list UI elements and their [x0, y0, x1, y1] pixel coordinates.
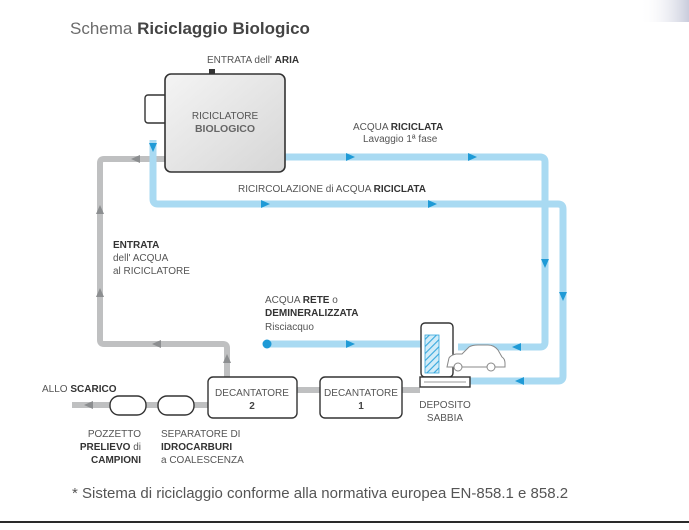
- discharge-label: ALLO SCARICO: [42, 384, 117, 395]
- water-inlet-label-line3: al RICICLATORE: [113, 266, 190, 277]
- arrow-up-icon: [96, 205, 104, 214]
- sand-deposit-label-line2: SABBIA: [427, 413, 463, 424]
- decanter-2: [207, 376, 298, 419]
- decanter-2-label: DECANTATORE: [215, 388, 289, 399]
- arrow-left-icon: [515, 377, 524, 385]
- sampling-well-label-line3: CAMPIONI: [91, 455, 141, 466]
- arrow-right-icon: [428, 200, 437, 208]
- wash-station: [419, 322, 506, 388]
- wash-column-filter: [424, 334, 440, 374]
- sampling-well-label-line1: POZZETTO: [88, 429, 141, 440]
- water-inlet-label-line2: dell' ACQUA: [113, 253, 169, 264]
- arrow-down-icon: [149, 143, 157, 152]
- separator-label-line1: SEPARATORE DI: [161, 429, 240, 440]
- grey-pipes: [72, 156, 420, 408]
- arrow-up-icon: [96, 288, 104, 297]
- recycler-label-line1: RICICLATORE: [192, 111, 259, 122]
- recycler-label-line2: BIOLOGICO: [195, 123, 255, 135]
- mains-water-source-dot: [262, 339, 272, 349]
- arrow-up-icon: [223, 354, 231, 363]
- arrow-down-icon: [559, 292, 567, 301]
- recirculation-pipe: [149, 140, 567, 385]
- decanter-2-number: 2: [249, 401, 255, 412]
- arrow-down-icon: [541, 259, 549, 268]
- arrow-right-icon: [346, 153, 355, 161]
- biological-recycler-unit: [164, 73, 286, 173]
- arrow-right-icon: [346, 340, 355, 348]
- blue-arrows: [149, 143, 567, 385]
- decanter-1-number: 1: [358, 401, 364, 412]
- arrow-left-icon: [131, 155, 140, 163]
- separator-label-line2: IDROCARBURI: [161, 442, 232, 453]
- recycler-side-module: [144, 94, 168, 124]
- blue-pipes: [149, 140, 567, 385]
- arrow-left-icon: [512, 343, 521, 351]
- mains-water-label-line3: Risciacquo: [265, 322, 314, 333]
- decanter-1: [319, 376, 403, 419]
- footnote: * Sistema di riciclaggio conforme alla n…: [72, 485, 568, 502]
- recirculation-label: RICIRCOLAZIONE di ACQUA RICICLATA: [238, 184, 426, 195]
- decanter-1-label: DECANTATORE: [324, 388, 398, 399]
- arrow-right-icon: [261, 200, 270, 208]
- hydrocarbon-separator: [157, 395, 195, 416]
- air-inlet-port: [209, 69, 215, 74]
- air-inlet-label: ENTRATA dell' ARIA: [207, 55, 299, 66]
- separator-label-line3: a COALESCENZA: [161, 455, 244, 466]
- arrow-left-icon: [152, 340, 161, 348]
- arrow-right-icon: [468, 153, 477, 161]
- arrow-left-icon: [84, 401, 93, 409]
- corner-shading: [640, 0, 689, 22]
- grey-arrows: [84, 155, 231, 409]
- sampling-well-label-line2: PRELIEVO di: [80, 442, 141, 453]
- sampling-well: [109, 395, 147, 416]
- recycled-water-pipe: [285, 153, 549, 351]
- sand-deposit-label-line1: DEPOSITO: [419, 400, 471, 411]
- mains-water-label-line2: DEMINERALIZZATA: [265, 308, 359, 319]
- diagram-title: Schema Riciclaggio Biologico: [70, 19, 310, 38]
- car-icon: [446, 344, 506, 372]
- recycled-water-label: ACQUA RICICLATA: [353, 122, 443, 133]
- return-pipe: [97, 156, 230, 377]
- recycled-water-sublabel: Lavaggio 1ª fase: [363, 134, 438, 145]
- mains-water-label-line1: ACQUA RETE o: [265, 295, 338, 306]
- water-inlet-label-line1: ENTRATA: [113, 240, 159, 251]
